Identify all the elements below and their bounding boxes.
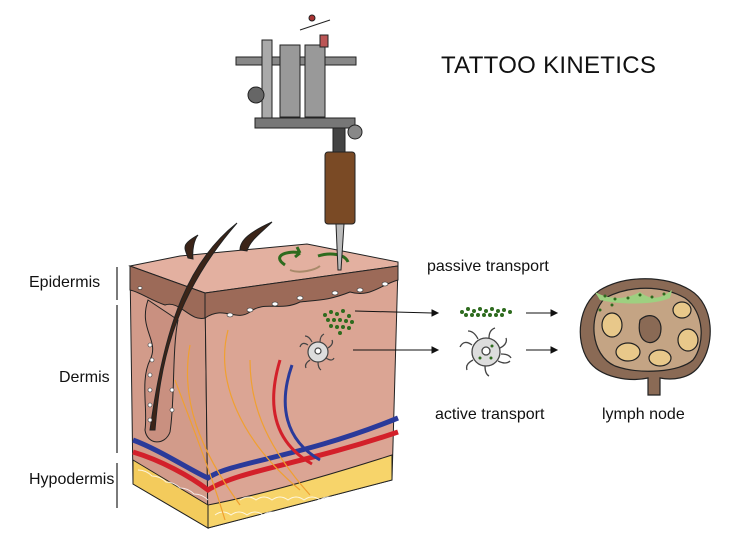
passive-transport-label: passive transport: [427, 258, 549, 275]
ink-particle-cluster: [323, 309, 354, 335]
tattoo-machine: [235, 14, 363, 271]
lymph-node: [579, 278, 711, 396]
passive-ink-particles: [460, 307, 512, 317]
active-transport-label: active transport: [435, 406, 545, 423]
active-macrophage-cell: [459, 327, 512, 377]
hypodermis-label: Hypodermis: [29, 471, 115, 488]
dermis-label: Dermis: [59, 369, 110, 386]
epidermis-label: Epidermis: [29, 274, 101, 291]
diagram-title: TATTOO KINETICS: [441, 52, 657, 79]
lymph-node-label: lymph node: [602, 406, 685, 423]
ink-rotation-arrow: [278, 246, 350, 273]
macrophage-cell: [299, 333, 335, 371]
skin-block: [128, 221, 399, 529]
transport-arrows: [353, 309, 559, 354]
